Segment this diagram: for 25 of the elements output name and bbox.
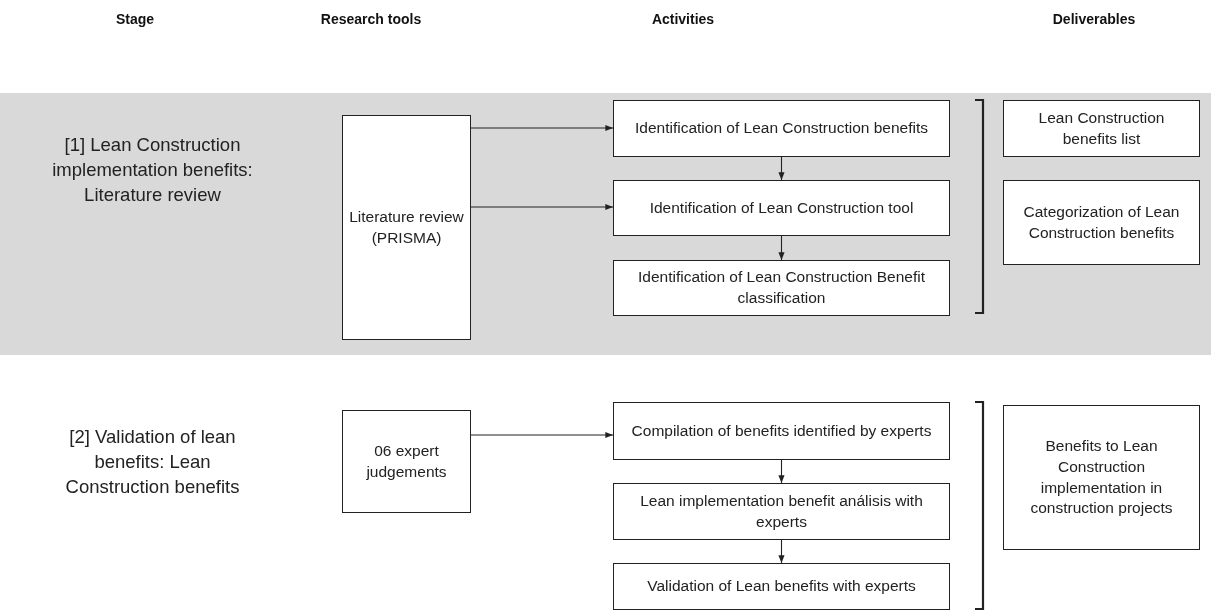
column-header: Stage <box>115 11 155 27</box>
activity-box: Lean implementation benefit análisis with experts <box>613 483 950 540</box>
deliverable-box: Categorization of Lean Construction benefits <box>1003 180 1200 265</box>
stage-band <box>0 93 1211 355</box>
activity-box: Identification of Lean Construction benefits <box>613 100 950 157</box>
column-header: Deliverables <box>1052 11 1136 27</box>
activity-box: Identification of Lean Construction Benefit classification <box>613 260 950 316</box>
deliverable-box: Lean Construction benefits list <box>1003 100 1200 157</box>
activity-box: Validation of Lean benefits with experts <box>613 563 950 610</box>
stage-title: [2] Validation of lean benefits: Lean Construction benefits <box>64 425 241 499</box>
stage-title: [1] Lean Construction implementation benefits: Literature review <box>51 133 254 207</box>
tool-box: Literature review (PRISMA) <box>342 115 471 340</box>
column-header: Research tools <box>320 11 422 27</box>
arrow <box>470 203 614 211</box>
tool-box: 06 expert judgements <box>342 410 471 513</box>
deliverable-box: Benefits to Lean Construction implementation in construction projects <box>1003 405 1200 550</box>
arrow <box>778 235 785 261</box>
arrow <box>778 156 785 181</box>
activity-box: Identification of Lean Construction tool <box>613 180 950 236</box>
arrow <box>470 431 614 439</box>
arrow <box>778 539 785 564</box>
column-header: Activities <box>651 11 715 27</box>
arrow <box>470 124 614 132</box>
activity-box: Compilation of benefits identified by experts <box>613 402 950 460</box>
arrow <box>778 459 785 484</box>
